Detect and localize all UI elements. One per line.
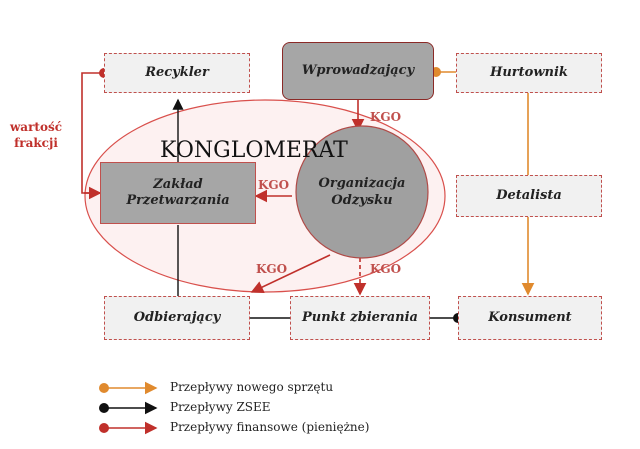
legend-item-zsee: Przepływy ZSEE [170, 400, 271, 414]
recykler-box: Recykler [104, 53, 250, 93]
hurtownik-label: Hurtownik [490, 64, 568, 80]
organizacja-odzysku-circle [295, 125, 429, 259]
organizacja-label-line1: Organizacja [318, 176, 406, 191]
zaklad-label-line2: Przetwarzania [126, 193, 230, 208]
zaklad-przetwarzania-box: Zakład Przetwarzania [100, 162, 256, 224]
wprowadzajacy-label: Wprowadzający [301, 62, 415, 78]
punkt-zbierania-box: Punkt zbierania [290, 296, 430, 340]
konsument-box: Konsument [458, 296, 602, 340]
recykler-label: Recykler [145, 64, 209, 80]
konsument-label: Konsument [488, 309, 572, 325]
legend-item-new-equipment: Przepływy nowego sprzętu [170, 380, 334, 394]
side-label-line1: wartość [9, 120, 63, 134]
legend-item-financial: Przepływy finansowe (pieniężne) [170, 420, 370, 434]
kgo-label-bottom-right: KGO [370, 262, 402, 276]
side-label-line2: frakcji [14, 135, 58, 150]
wprowadzajacy-box: Wprowadzający [282, 42, 434, 100]
organizacja-label-line2: Odzysku [331, 192, 393, 208]
kgo-label-bottom-left: KGO [256, 262, 288, 276]
kgo-label-middle: KGO [258, 178, 290, 192]
odbierajacy-label: Odbierający [133, 309, 221, 325]
wartosc-frakcji-label: wartość frakcji [6, 120, 66, 151]
kgo-label-top: KGO [370, 110, 402, 124]
zaklad-label-line1: Zakład [153, 176, 203, 192]
konglomerat-title: KONGLOMERAT [160, 138, 348, 163]
detalista-label: Detalista [496, 187, 562, 203]
hurtownik-box: Hurtownik [456, 53, 602, 93]
organizacja-odzysku-label: Organizacja Odzysku [306, 176, 418, 210]
detalista-box: Detalista [456, 175, 602, 217]
odbierajacy-box: Odbierający [104, 296, 250, 340]
punkt-zbierania-label: Punkt zbierania [302, 309, 418, 325]
